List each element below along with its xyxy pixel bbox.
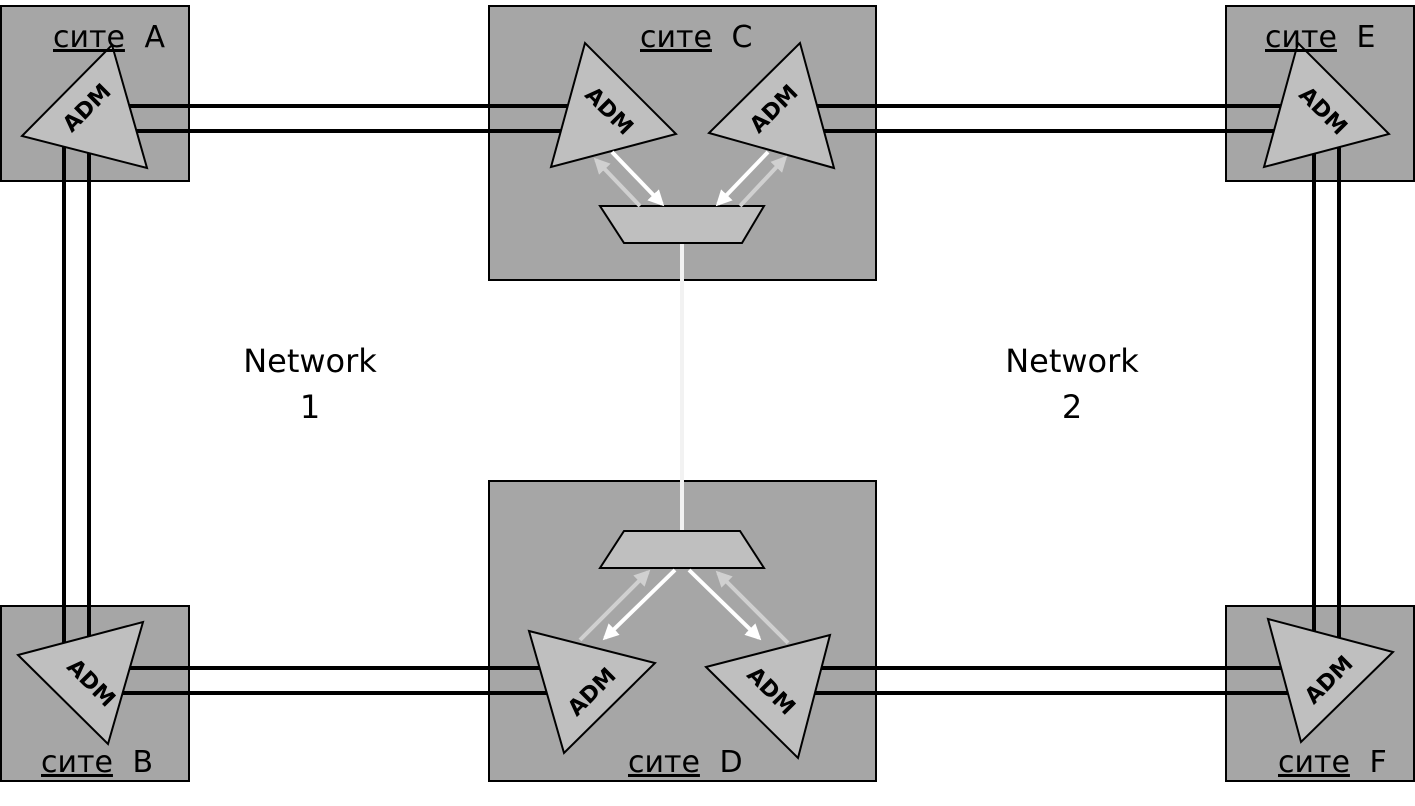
site-d-letter: D — [719, 745, 742, 780]
site-e-letter: E — [1356, 20, 1375, 55]
arrow-c-right-add — [738, 155, 788, 208]
arrow-c-right-drop — [715, 150, 770, 207]
network-2-label-line1: Network — [1005, 342, 1139, 380]
site-b-prefix: сите — [41, 745, 113, 780]
adm-d-right — [704, 633, 832, 760]
site-c-letter: C — [731, 20, 752, 55]
arrow-d-right-drop — [687, 568, 762, 641]
arrow-c-left-drop — [610, 150, 665, 207]
site-e-prefix: сите — [1265, 20, 1337, 55]
adm-e — [1262, 41, 1391, 169]
arrow-c-left-add — [593, 157, 642, 208]
mux-d — [598, 530, 766, 569]
adm-c-left — [549, 41, 678, 169]
adm-d-left — [527, 629, 657, 755]
site-e-label: сите E — [1265, 20, 1375, 55]
site-a-prefix: сите — [53, 20, 125, 55]
site-a-label: сите A — [53, 20, 165, 55]
site-f-letter: F — [1369, 745, 1386, 780]
adm-b — [16, 620, 145, 746]
site-f-label: сите F — [1278, 745, 1387, 780]
arrow-d-left-add — [578, 569, 651, 642]
site-a-letter: A — [144, 20, 165, 55]
site-c-prefix: сите — [640, 20, 712, 55]
adm-f — [1266, 617, 1395, 744]
network-1-label-line1: Network — [243, 342, 377, 380]
mux-c — [598, 205, 766, 244]
site-b-letter: B — [132, 745, 153, 780]
network-1-label-line2: 1 — [300, 388, 320, 426]
site-c-label: сите C — [640, 20, 752, 55]
site-d-prefix: сите — [628, 745, 700, 780]
fiber-links — [62, 104, 1341, 695]
adm-c-right — [707, 41, 836, 170]
site-f-prefix: сите — [1278, 745, 1350, 780]
site-d-label: сите D — [628, 745, 743, 780]
site-b-label: сите B — [41, 745, 153, 780]
adm-a — [20, 43, 149, 170]
arrow-d-right-add — [715, 570, 790, 645]
network-2-label-line2: 2 — [1062, 388, 1082, 426]
arrow-d-left-drop — [602, 568, 677, 641]
